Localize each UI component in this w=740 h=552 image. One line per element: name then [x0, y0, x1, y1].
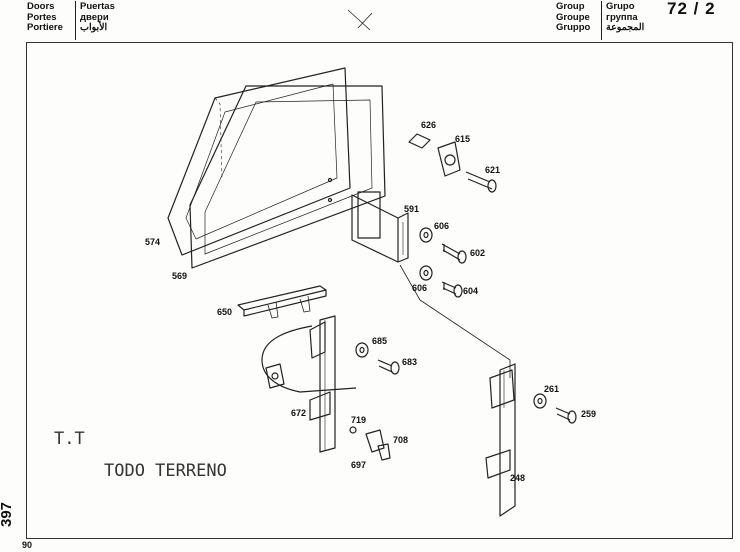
callout-683: 683: [402, 357, 417, 367]
callout-719: 719: [351, 415, 366, 425]
handwritten-tt: T.T: [54, 429, 85, 449]
washer-bolt-685-683: [355, 342, 400, 375]
title-es: Puertas: [80, 1, 115, 12]
callout-569: 569: [172, 271, 187, 281]
callout-650: 650: [217, 307, 232, 317]
callout-615: 615: [455, 134, 470, 144]
callout-621: 621: [485, 165, 500, 175]
washer-bolt-261-259: [533, 393, 577, 424]
header-col-1: Doors Portes Portiere: [27, 1, 63, 34]
callout-574: 574: [145, 237, 160, 247]
title-en: Doors: [27, 1, 55, 12]
header-col-4: Grupo группа المجموعة: [606, 1, 645, 34]
group-fr: Groupe: [556, 11, 590, 23]
callout-626: 626: [421, 120, 436, 130]
bracket-part: [408, 133, 497, 193]
callout-606-top: 606: [434, 221, 449, 231]
header-col-2: Puertas двери الأبواب: [80, 1, 115, 34]
footer-page-number: 90: [22, 540, 33, 550]
clip-parts-719-708-697: [349, 426, 391, 461]
callout-248: 248: [510, 473, 525, 483]
window-regulator-part: [261, 315, 357, 453]
callout-591: 591: [404, 204, 419, 214]
callout-604: 604: [463, 286, 478, 296]
callout-602: 602: [470, 248, 485, 258]
top-channel-part: [237, 285, 327, 319]
title-fr: Portes: [27, 11, 57, 23]
callout-697: 697: [351, 460, 366, 470]
channel-part: [351, 194, 409, 263]
callout-261: 261: [544, 384, 559, 394]
door-frame-part: [189, 85, 386, 269]
group-en: Group: [556, 1, 585, 12]
group-ar: المجموعة: [606, 22, 645, 33]
fasteners-part: [419, 227, 467, 298]
group-ru: группа: [606, 11, 638, 23]
handwritten-todo-terreno: TODO TERRENO: [104, 461, 227, 481]
title-it: Portiere: [27, 22, 63, 33]
callout-672: 672: [291, 408, 306, 418]
group-it: Gruppo: [556, 22, 591, 33]
group-number: 72 / 2: [667, 0, 716, 18]
callout-259: 259: [581, 409, 596, 419]
callout-606-bottom: 606: [412, 283, 427, 293]
callout-685: 685: [372, 336, 387, 346]
diagram-frame: [26, 42, 733, 539]
title-ar: الأبواب: [80, 22, 108, 33]
title-ru: двери: [80, 11, 109, 23]
callout-708: 708: [393, 435, 408, 445]
regulator-rail-part: [485, 363, 516, 517]
group-es: Grupo: [606, 1, 635, 12]
door-glass-part: [167, 67, 351, 256]
header-col-3: Group Groupe Gruppo: [556, 1, 591, 34]
